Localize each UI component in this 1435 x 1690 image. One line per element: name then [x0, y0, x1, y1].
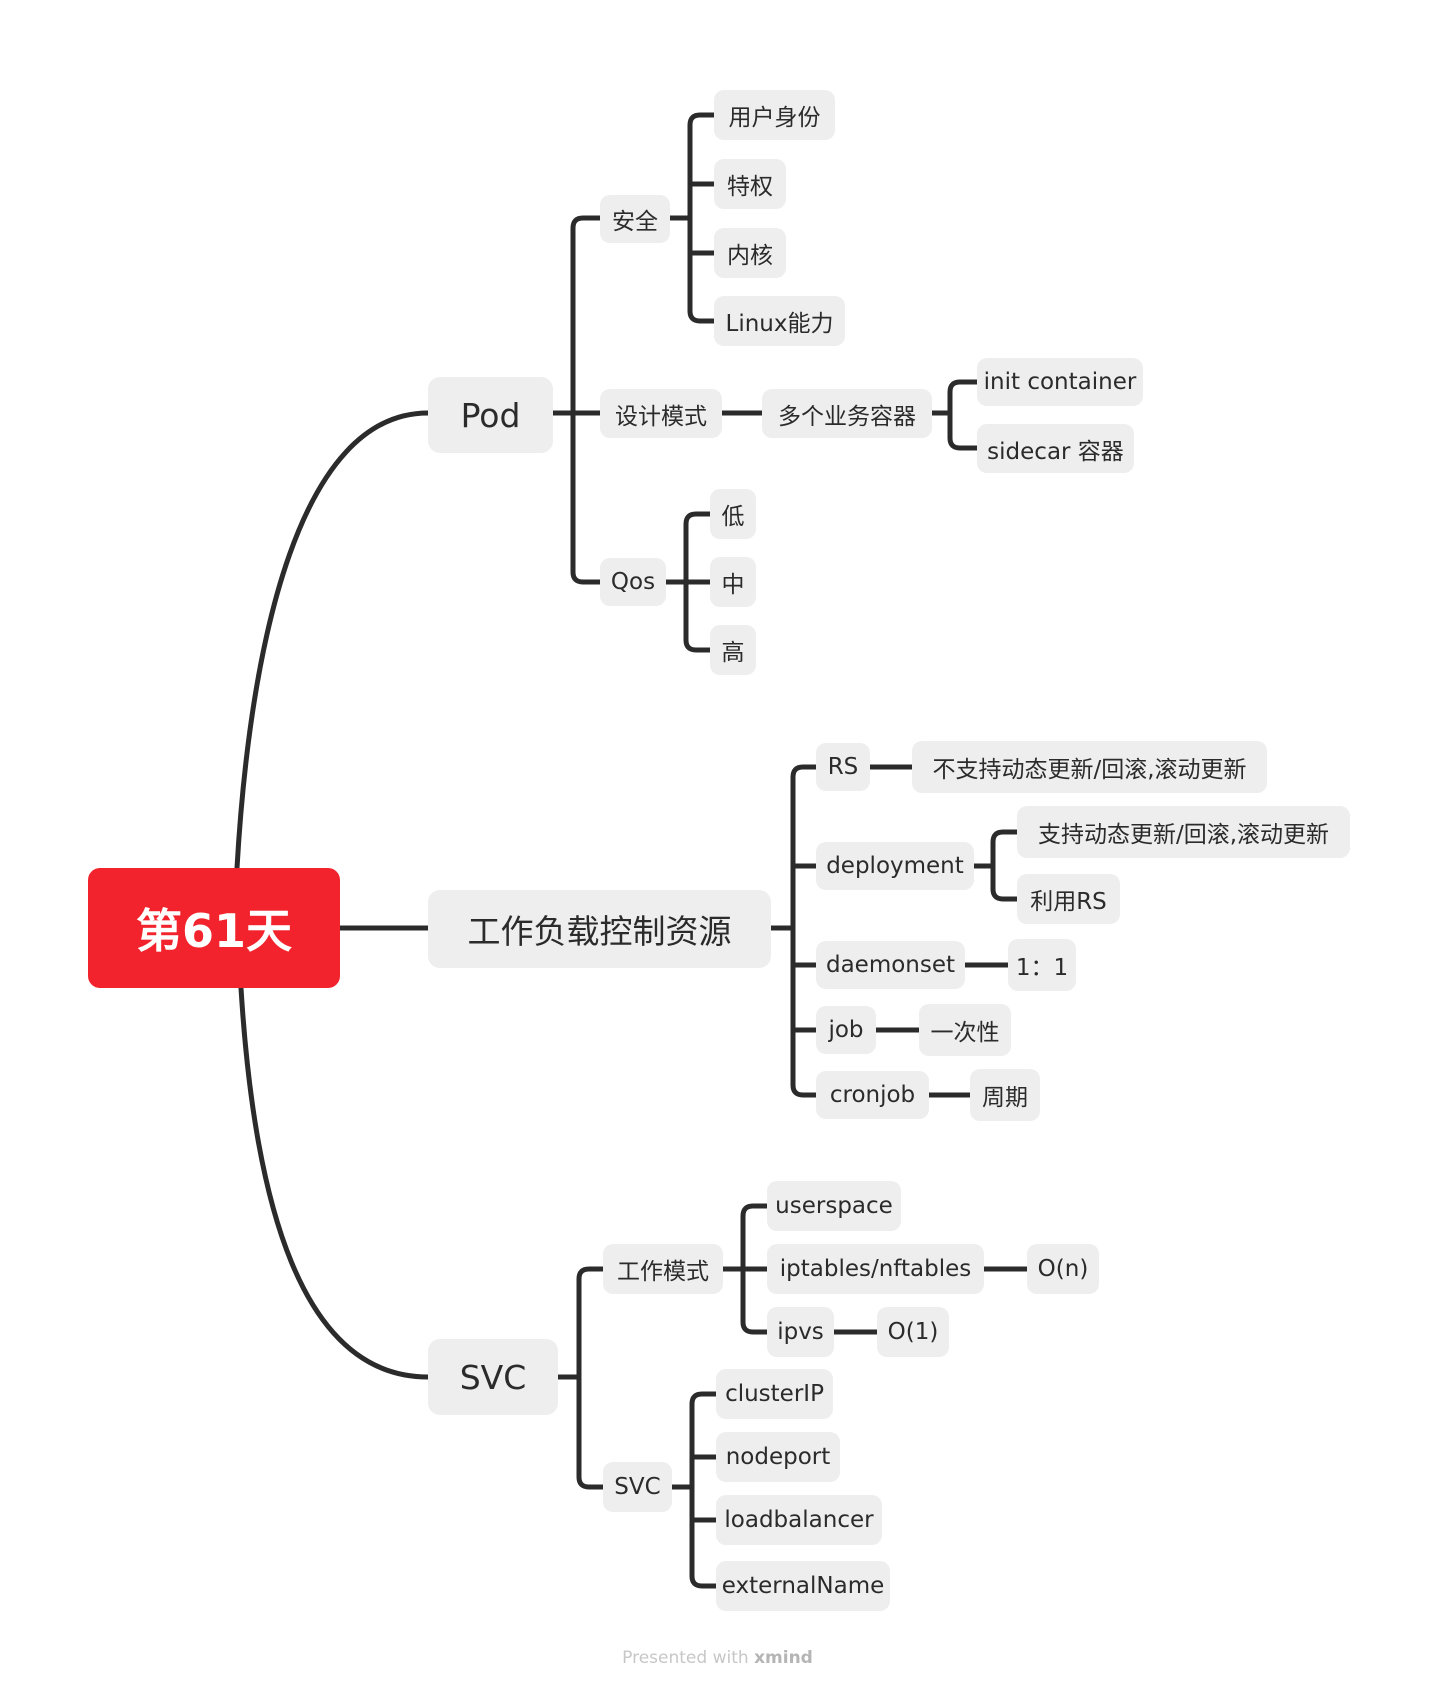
topic-svc[interactable]: SVC [428, 1339, 558, 1415]
topic-rs[interactable]: RS [816, 743, 870, 791]
footer-credit: Presented with xmind [0, 1648, 1435, 1668]
topic-job[interactable]: job [816, 1006, 876, 1054]
topic-userspace[interactable]: userspace [767, 1181, 901, 1231]
topic-linux-capabilities[interactable]: Linux能力 [714, 296, 845, 346]
topic-iptables-nftables[interactable]: iptables/nftables [767, 1244, 984, 1294]
topic-work-mode[interactable]: 工作模式 [603, 1244, 723, 1294]
topic-design-pattern[interactable]: 设计模式 [600, 389, 722, 438]
topic-iptables-complexity[interactable]: O(n) [1027, 1244, 1099, 1294]
topic-qos-low[interactable]: 低 [710, 489, 756, 539]
topic-daemonset[interactable]: daemonset [816, 941, 965, 989]
topic-ipvs[interactable]: ipvs [767, 1307, 834, 1357]
topic-clusterip[interactable]: clusterIP [716, 1369, 833, 1419]
topic-init-container[interactable]: init container [977, 358, 1143, 406]
topic-deployment[interactable]: deployment [816, 842, 974, 890]
root-topic[interactable]: 第61天 [88, 868, 340, 988]
topic-svc-types[interactable]: SVC [603, 1462, 672, 1512]
topic-cronjob[interactable]: cronjob [816, 1071, 929, 1119]
topic-nodeport[interactable]: nodeport [716, 1432, 840, 1482]
topic-rs-note[interactable]: 不支持动态更新/回滚,滚动更新 [912, 741, 1267, 793]
topic-externalname[interactable]: externalName [716, 1561, 890, 1611]
topic-ipvs-complexity[interactable]: O(1) [877, 1307, 949, 1357]
topic-sidecar-container[interactable]: sidecar 容器 [977, 424, 1134, 473]
footer-prefix: Presented with [622, 1648, 755, 1668]
xmind-brand: xmind [754, 1648, 813, 1668]
topic-job-once[interactable]: 一次性 [919, 1004, 1011, 1056]
topic-security[interactable]: 安全 [600, 195, 670, 243]
topic-pod[interactable]: Pod [428, 377, 553, 453]
topic-kernel[interactable]: 内核 [714, 228, 786, 278]
topic-deployment-rolling-update[interactable]: 支持动态更新/回滚,滚动更新 [1017, 806, 1350, 858]
topic-user-identity[interactable]: 用户身份 [714, 90, 835, 140]
topic-workload-controllers[interactable]: 工作负载控制资源 [428, 890, 771, 968]
topic-multi-business-containers[interactable]: 多个业务容器 [762, 389, 932, 438]
topic-qos-medium[interactable]: 中 [710, 557, 756, 607]
topic-cronjob-periodic[interactable]: 周期 [970, 1069, 1040, 1121]
topic-deployment-uses-rs[interactable]: 利用RS [1017, 874, 1120, 924]
topic-loadbalancer[interactable]: loadbalancer [716, 1495, 882, 1545]
topic-privileged[interactable]: 特权 [714, 159, 786, 209]
topic-daemonset-ratio[interactable]: 1：1 [1008, 939, 1076, 991]
topic-qos-high[interactable]: 高 [710, 625, 756, 675]
topic-qos[interactable]: Qos [600, 558, 666, 606]
